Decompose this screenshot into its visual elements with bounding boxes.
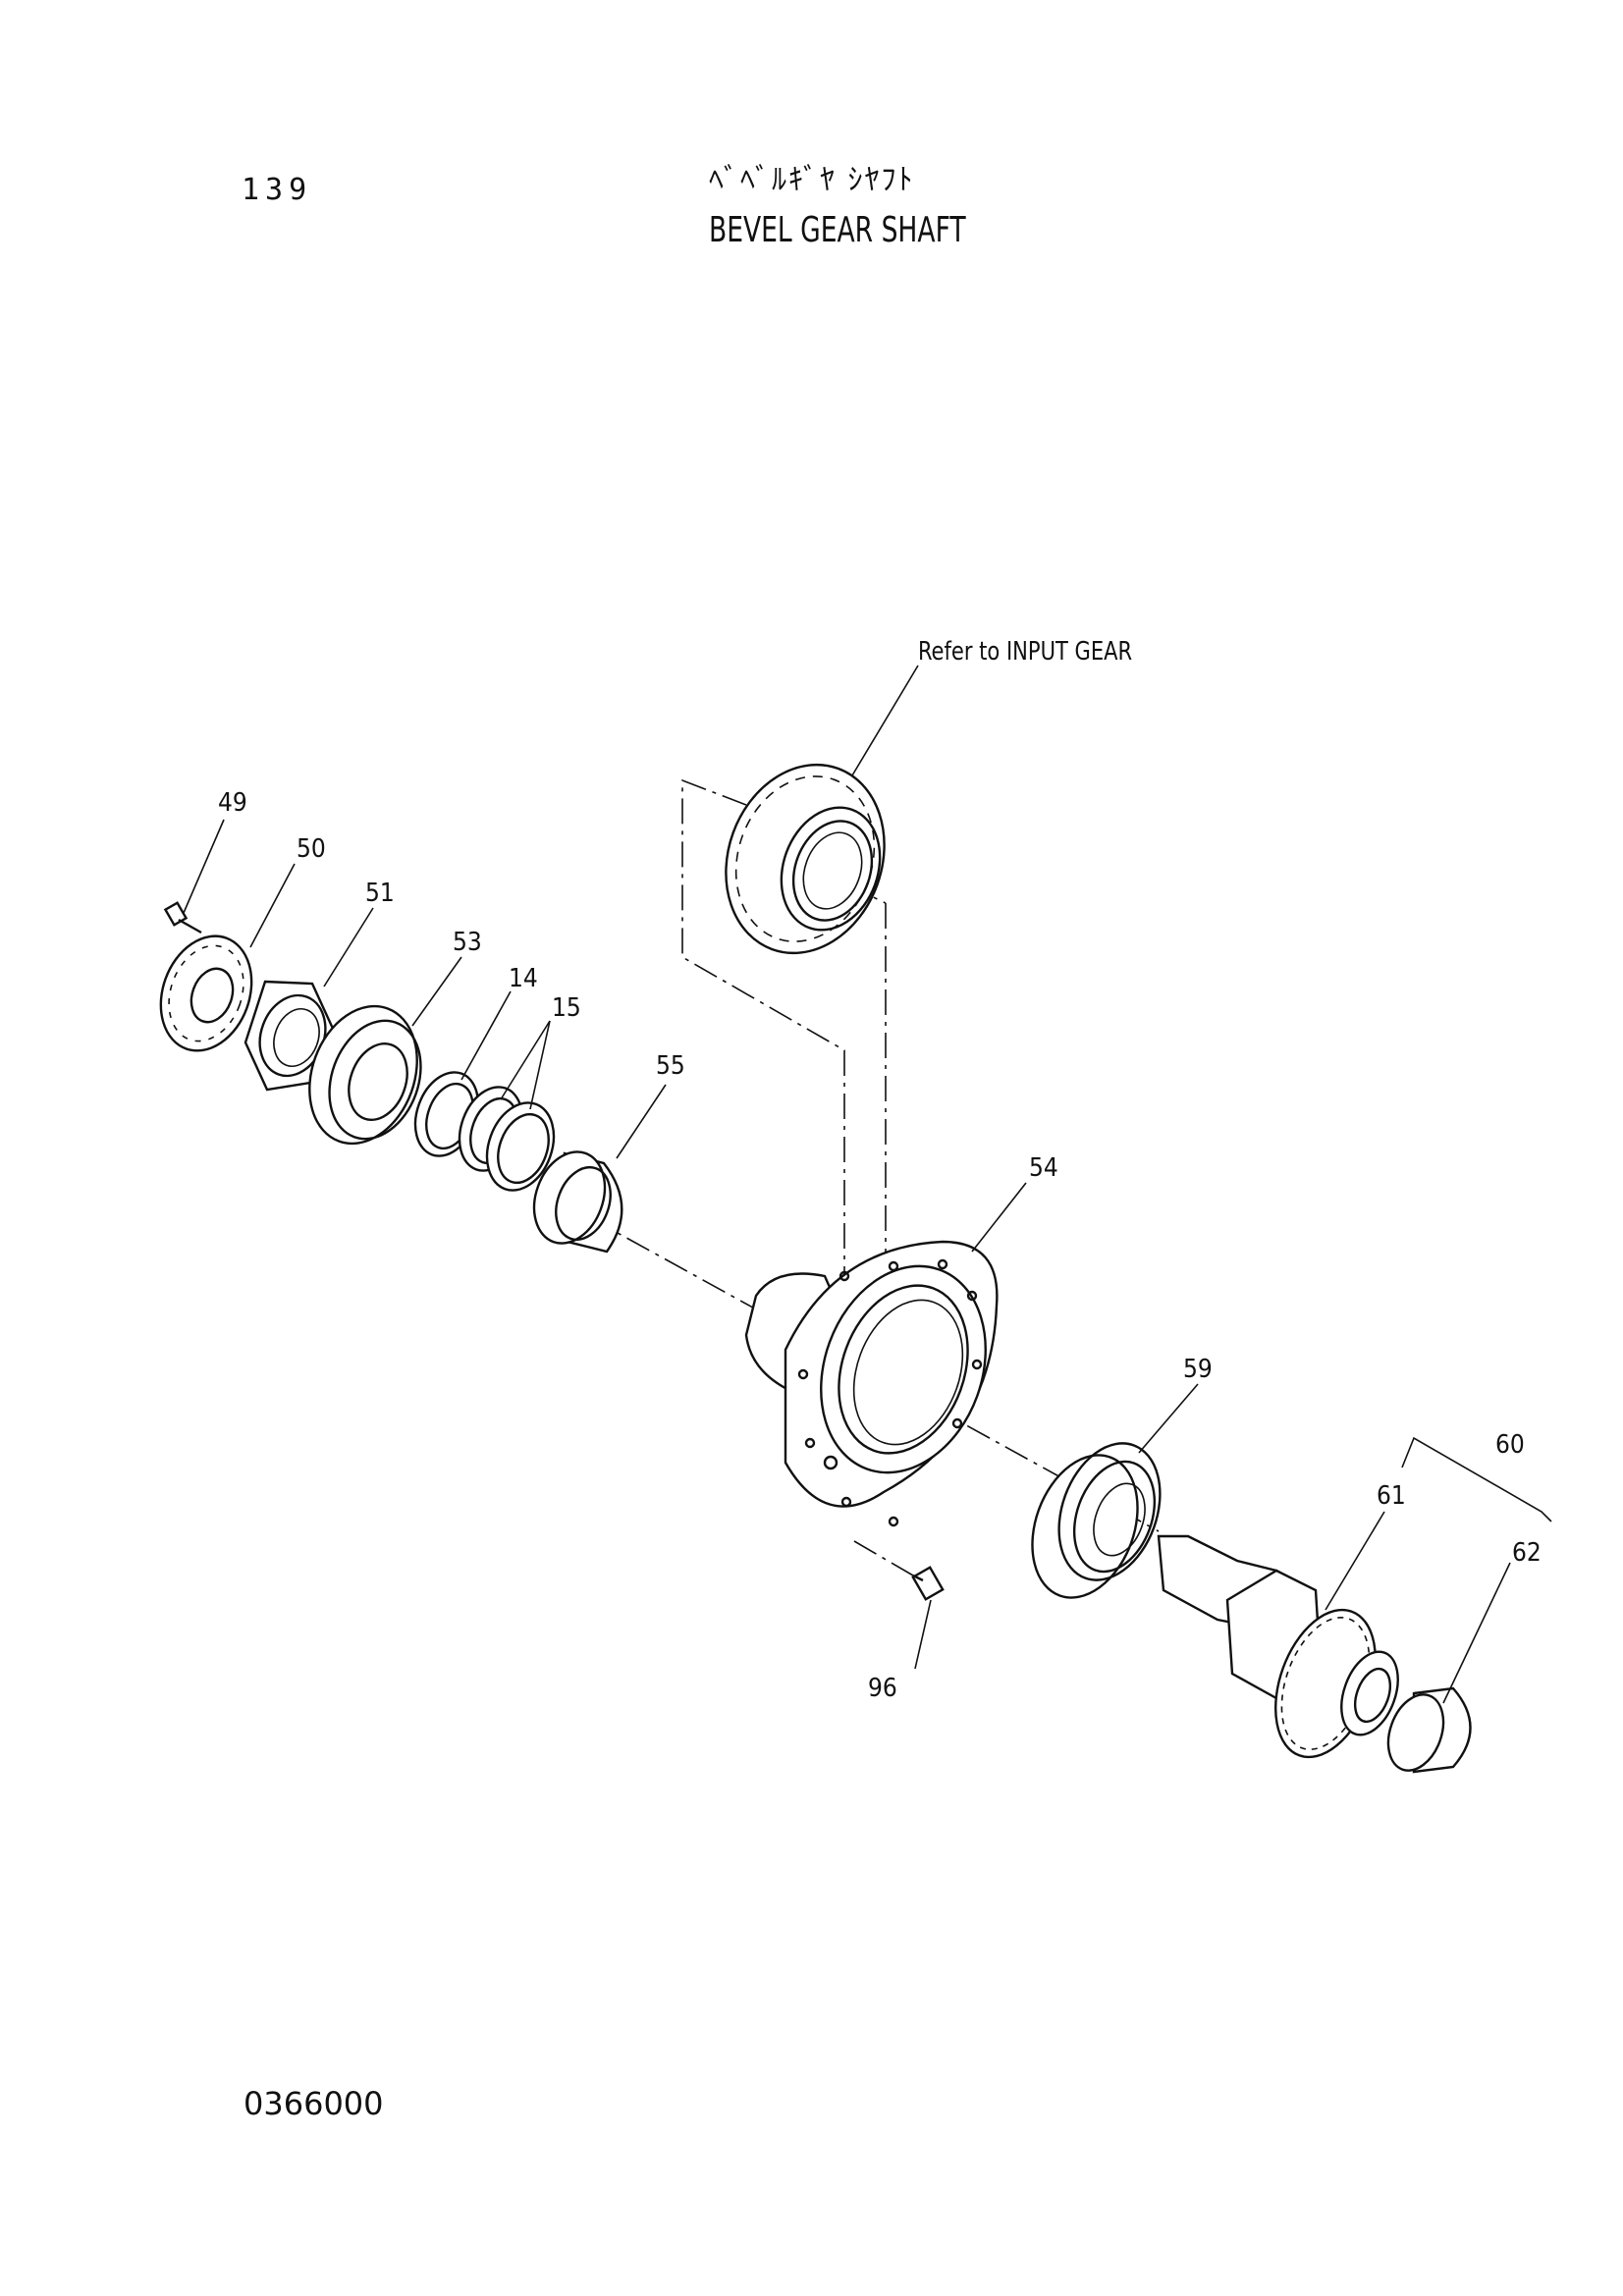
flange-bolt-holes xyxy=(797,1258,983,1527)
shims-15 xyxy=(458,1086,556,1192)
page-number: 139 xyxy=(242,173,313,207)
callout-55: 55 xyxy=(656,1051,685,1081)
bearing-59 xyxy=(1031,1442,1162,1599)
bearing-53 xyxy=(308,1004,422,1146)
callout-51: 51 xyxy=(365,879,395,908)
page-title-japanese: ﾍﾞﾍﾞﾙｷﾞﾔ ｼﾔﾌﾄ xyxy=(709,163,915,197)
reference-outline xyxy=(681,778,845,1286)
callout-49: 49 xyxy=(218,788,247,818)
diagram-number: 0366000 xyxy=(243,2085,384,2122)
bolt-96 xyxy=(853,1540,945,1601)
callout-61: 61 xyxy=(1377,1481,1406,1511)
gear-shaft-61 xyxy=(1157,1534,1399,1759)
callout-54: 54 xyxy=(1029,1153,1058,1183)
housing-54 xyxy=(744,1240,999,1527)
callout-50: 50 xyxy=(297,834,326,864)
note-refer-input-gear: Refer to INPUT GEAR xyxy=(918,636,1132,666)
collar-55 xyxy=(532,1150,623,1254)
callout-59: 59 xyxy=(1183,1355,1213,1384)
bolt-49 xyxy=(163,901,202,934)
callout-62: 62 xyxy=(1512,1538,1542,1568)
callout-96: 96 xyxy=(868,1674,897,1703)
lock-plate-50 xyxy=(159,934,253,1052)
callout-14: 14 xyxy=(509,964,538,993)
callout-15: 15 xyxy=(552,993,581,1023)
bushing-62 xyxy=(1386,1686,1472,1774)
callout-60: 60 xyxy=(1495,1430,1525,1460)
page-title: BEVEL GEAR SHAFT xyxy=(709,210,966,250)
leader-lines xyxy=(183,665,1552,1704)
bevel-gear xyxy=(725,763,886,955)
callout-53: 53 xyxy=(453,928,482,957)
